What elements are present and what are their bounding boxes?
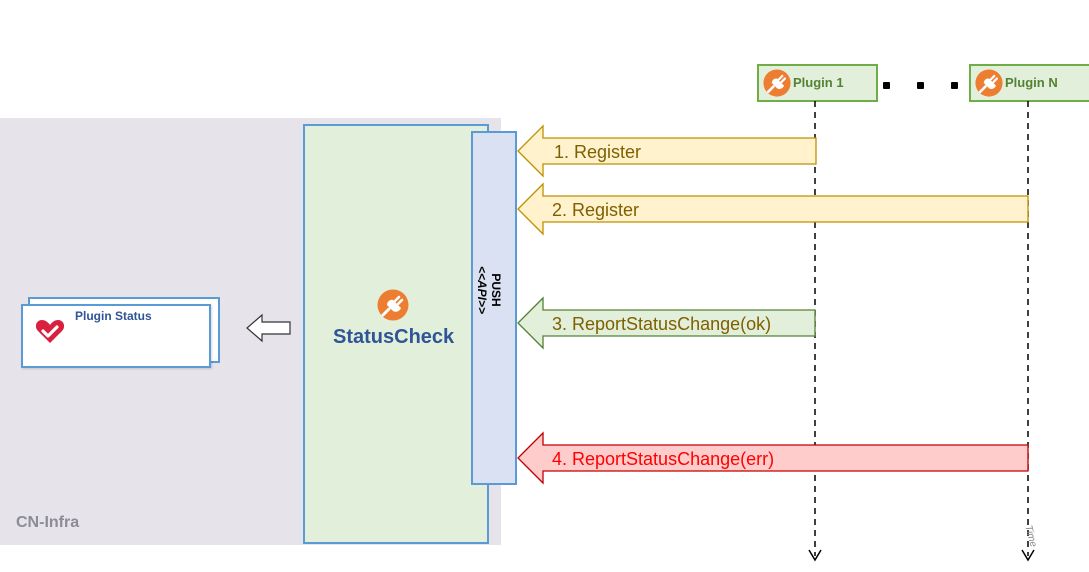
heart-check-icon xyxy=(35,320,65,343)
message-label-2: 2. Register xyxy=(552,200,639,220)
message-label-1: 1. Register xyxy=(554,142,641,162)
message-label-3: 3. ReportStatusChange(ok) xyxy=(552,314,771,334)
plug-icon xyxy=(763,69,791,97)
plugin-1-label: Plugin 1 xyxy=(793,75,844,90)
statuscheck-title: StatusCheck xyxy=(333,326,455,348)
cn-infra-label: CN-Infra xyxy=(16,514,80,531)
statuscheck-component xyxy=(303,124,489,544)
push-api-bar xyxy=(471,131,517,485)
plug-icon xyxy=(377,289,409,321)
plugin-n-box: Plugin N xyxy=(969,64,1089,102)
message-label-4: 4. ReportStatusChange(err) xyxy=(552,449,774,469)
plugin-status-card xyxy=(21,304,211,368)
message-arrow-4 xyxy=(517,431,1029,485)
message-arrow-2 xyxy=(517,182,1029,236)
output-arrow-icon xyxy=(246,313,291,343)
plugin-1-box: Plugin 1 xyxy=(757,64,878,102)
plugin-n-label: Plugin N xyxy=(1005,75,1058,90)
plug-icon xyxy=(975,69,1003,97)
lifeline-arrow-icon xyxy=(1021,549,1035,562)
message-arrow-3 xyxy=(517,296,816,350)
message-arrow-1 xyxy=(517,124,817,178)
ellipsis-dot xyxy=(883,82,890,89)
ellipsis-dot xyxy=(917,82,924,89)
lifeline-arrow-icon xyxy=(808,549,822,562)
ellipsis-dot xyxy=(951,82,958,89)
plugin-status-title: Plugin Status xyxy=(75,309,152,323)
